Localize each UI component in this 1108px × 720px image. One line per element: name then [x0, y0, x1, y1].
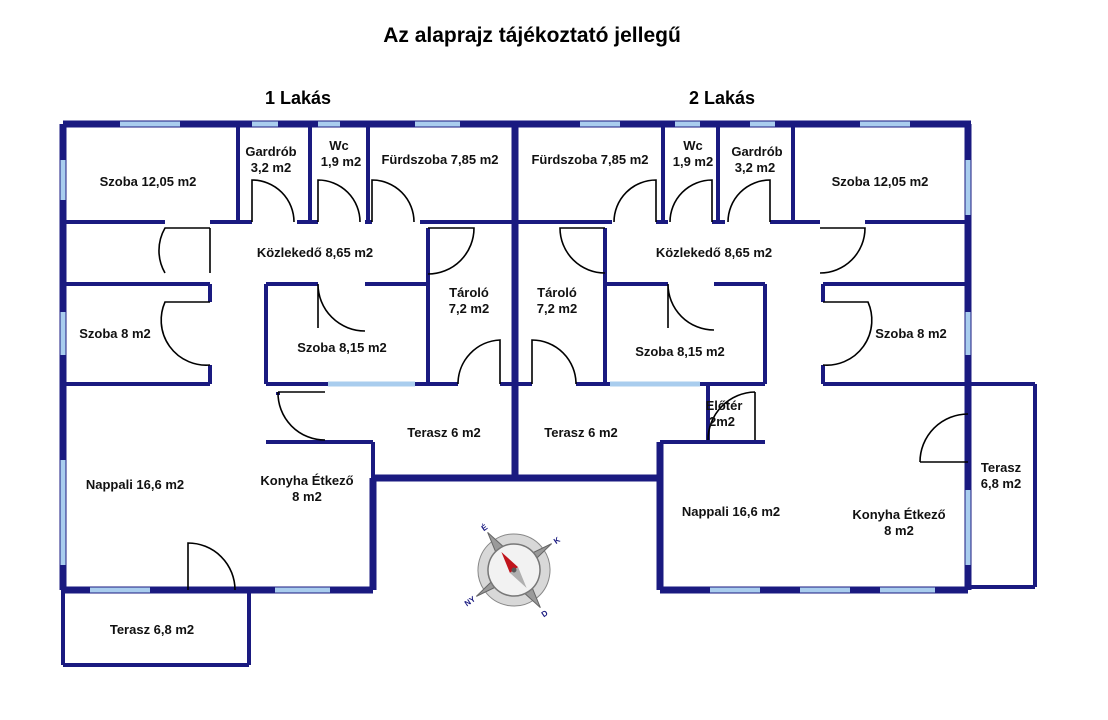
- room-wc-name: Wc: [329, 138, 349, 153]
- apartment-1-title: 1 Lakás: [265, 88, 331, 108]
- room-tarolo-name: Tároló: [537, 285, 577, 300]
- room-konyha-name: Konyha Étkező: [260, 473, 353, 488]
- compass-east-letter: K: [552, 535, 562, 546]
- page-title: Az alaprajz tájékoztató jellegű: [383, 24, 681, 47]
- compass-west-letter: NY: [463, 594, 478, 608]
- room-tarolo-area: 7,2 m2: [449, 301, 489, 316]
- room-szoba-3: Szoba 8,15 m2: [635, 344, 725, 359]
- room-szoba-2: Szoba 8 m2: [875, 326, 947, 341]
- room-terasz-out-name: Terasz: [981, 460, 1022, 475]
- room-konyha-name: Konyha Étkező: [852, 507, 945, 522]
- room-terasz-out: Terasz 6,8 m2: [110, 622, 194, 637]
- room-tarolo-area: 7,2 m2: [537, 301, 577, 316]
- room-terasz-out-area: 6,8 m2: [981, 476, 1021, 491]
- apartment-2-title: 2 Lakás: [689, 88, 755, 108]
- room-terasz-mid: Terasz 6 m2: [407, 425, 480, 440]
- compass-south-letter: D: [540, 608, 550, 619]
- room-gardrob-area: 3,2 m2: [735, 160, 775, 175]
- room-gardrob-name: Gardrób: [731, 144, 782, 159]
- room-furdoszoba: Fürdszoba 7,85 m2: [381, 152, 498, 167]
- room-eloter-area: 2m2: [709, 414, 735, 429]
- room-szoba-2: Szoba 8 m2: [79, 326, 151, 341]
- room-szoba-1: Szoba 12,05 m2: [100, 174, 197, 189]
- apartment-2-labels: Fürdszoba 7,85 m2 Wc 1,9 m2 Gardrób 3,2 …: [531, 138, 1021, 538]
- room-gardrob-name: Gardrób: [245, 144, 296, 159]
- room-kozlekedo: Közlekedő 8,65 m2: [257, 245, 373, 260]
- room-szoba-1: Szoba 12,05 m2: [832, 174, 929, 189]
- room-eloter-name: Előtér: [706, 398, 743, 413]
- room-nappali: Nappali 16,6 m2: [86, 477, 184, 492]
- room-konyha-area: 8 m2: [292, 489, 322, 504]
- walls: [59, 120, 1037, 667]
- room-kozlekedo: Közlekedő 8,65 m2: [656, 245, 772, 260]
- doors: [158, 179, 969, 591]
- windows: [60, 121, 971, 593]
- room-gardrob-area: 3,2 m2: [251, 160, 291, 175]
- compass-north-letter: É: [480, 522, 490, 533]
- room-wc-name: Wc: [683, 138, 703, 153]
- apartment-1-labels: Szoba 12,05 m2 Gardrób 3,2 m2 Wc 1,9 m2 …: [79, 138, 498, 637]
- room-wc-area: 1,9 m2: [673, 154, 713, 169]
- room-tarolo-name: Tároló: [449, 285, 489, 300]
- compass-icon: É K D NY: [463, 522, 562, 619]
- room-nappali: Nappali 16,6 m2: [682, 504, 780, 519]
- room-terasz-mid: Terasz 6 m2: [544, 425, 617, 440]
- room-konyha-area: 8 m2: [884, 523, 914, 538]
- room-furdoszoba: Fürdszoba 7,85 m2: [531, 152, 648, 167]
- room-wc-area: 1,9 m2: [321, 154, 361, 169]
- room-szoba-3: Szoba 8,15 m2: [297, 340, 387, 355]
